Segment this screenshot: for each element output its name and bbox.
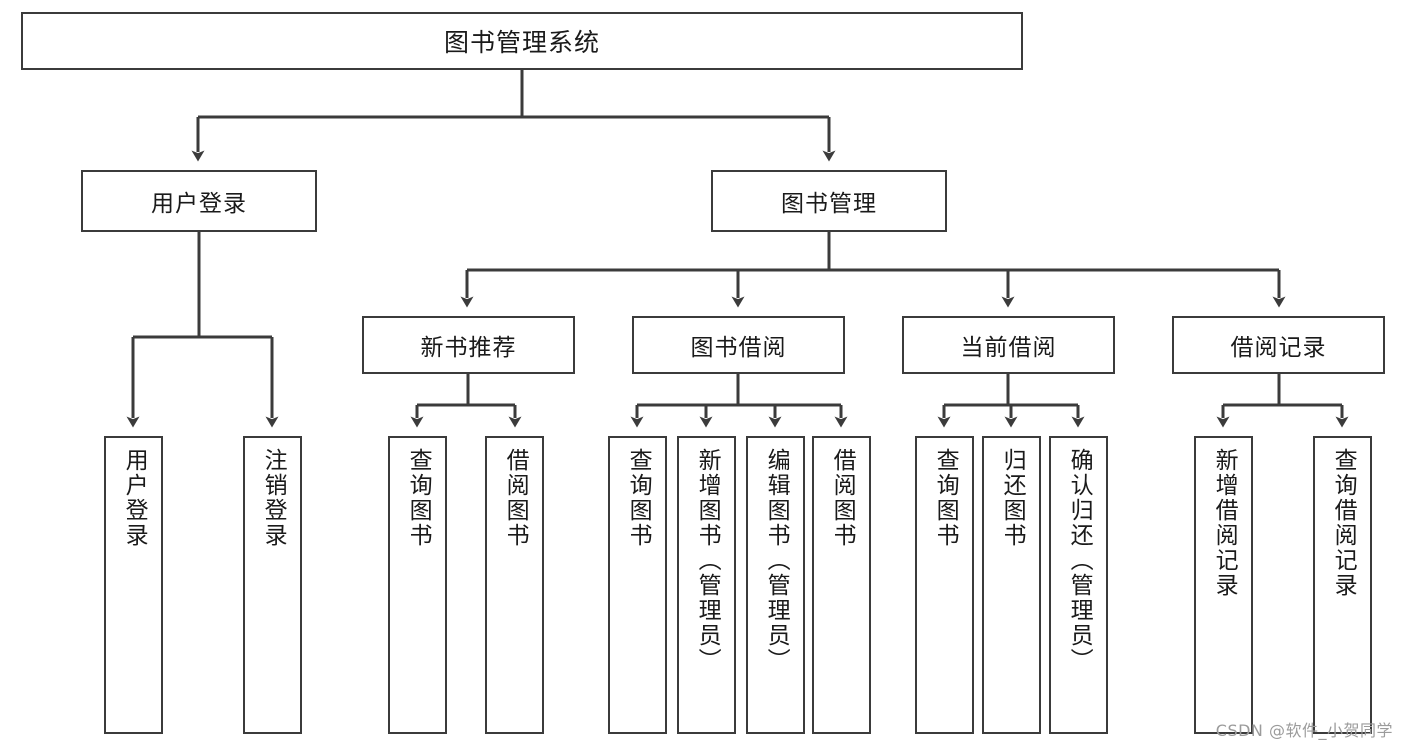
leaf-records-add-record[interactable]: 新增借阅记录 [1194, 436, 1253, 734]
node-label: 查询借阅记录 [1330, 448, 1357, 598]
node-current-borrow[interactable]: 当前借阅 [902, 316, 1115, 374]
node-label: 编辑图书（管理员） [763, 448, 790, 673]
node-label: 借阅记录 [1230, 335, 1327, 361]
watermark: CSDN @软件_小贺同学 [1215, 721, 1393, 740]
node-label: 用户登录 [151, 191, 247, 217]
node-book-borrow[interactable]: 图书借阅 [632, 316, 845, 374]
node-label: 用户登录 [121, 448, 148, 548]
node-book-management[interactable]: 图书管理 [711, 170, 947, 232]
leaf-current-confirm-return-admin[interactable]: 确认归还（管理员） [1049, 436, 1108, 734]
node-label: 新增借阅记录 [1211, 448, 1238, 598]
leaf-recommend-query-book[interactable]: 查询图书 [388, 436, 447, 734]
node-label: 借阅图书 [502, 448, 529, 548]
node-label: 借阅图书 [829, 448, 856, 548]
leaf-current-query-book[interactable]: 查询图书 [915, 436, 974, 734]
node-label: 注销登录 [260, 448, 287, 548]
leaf-current-return-book[interactable]: 归还图书 [982, 436, 1041, 734]
leaf-borrow-add-book-admin[interactable]: 新增图书（管理员） [677, 436, 736, 734]
node-user-login[interactable]: 用户登录 [81, 170, 317, 232]
node-label: 查询图书 [932, 448, 959, 548]
leaf-user-login-signout[interactable]: 注销登录 [243, 436, 302, 734]
node-label: 新增图书（管理员） [694, 448, 721, 673]
node-label: 图书管理 [781, 191, 877, 217]
leaf-recommend-borrow-book[interactable]: 借阅图书 [485, 436, 544, 734]
leaf-user-login-signin[interactable]: 用户登录 [104, 436, 163, 734]
leaf-borrow-edit-book-admin[interactable]: 编辑图书（管理员） [746, 436, 805, 734]
leaf-borrow-borrow-book[interactable]: 借阅图书 [812, 436, 871, 734]
node-label: 归还图书 [999, 448, 1026, 548]
node-label: 图书管理系统 [443, 28, 600, 57]
node-label: 查询图书 [625, 448, 652, 548]
node-label: 查询图书 [405, 448, 432, 548]
node-new-book-recommend[interactable]: 新书推荐 [362, 316, 575, 374]
node-label: 图书借阅 [690, 335, 787, 361]
leaf-records-query-record[interactable]: 查询借阅记录 [1313, 436, 1372, 734]
node-root-system[interactable]: 图书管理系统 [21, 12, 1023, 70]
node-label: 确认归还（管理员） [1066, 448, 1093, 673]
node-borrow-records[interactable]: 借阅记录 [1172, 316, 1385, 374]
node-label: 当前借阅 [960, 335, 1057, 361]
leaf-borrow-query-book[interactable]: 查询图书 [608, 436, 667, 734]
node-label: 新书推荐 [420, 335, 517, 361]
